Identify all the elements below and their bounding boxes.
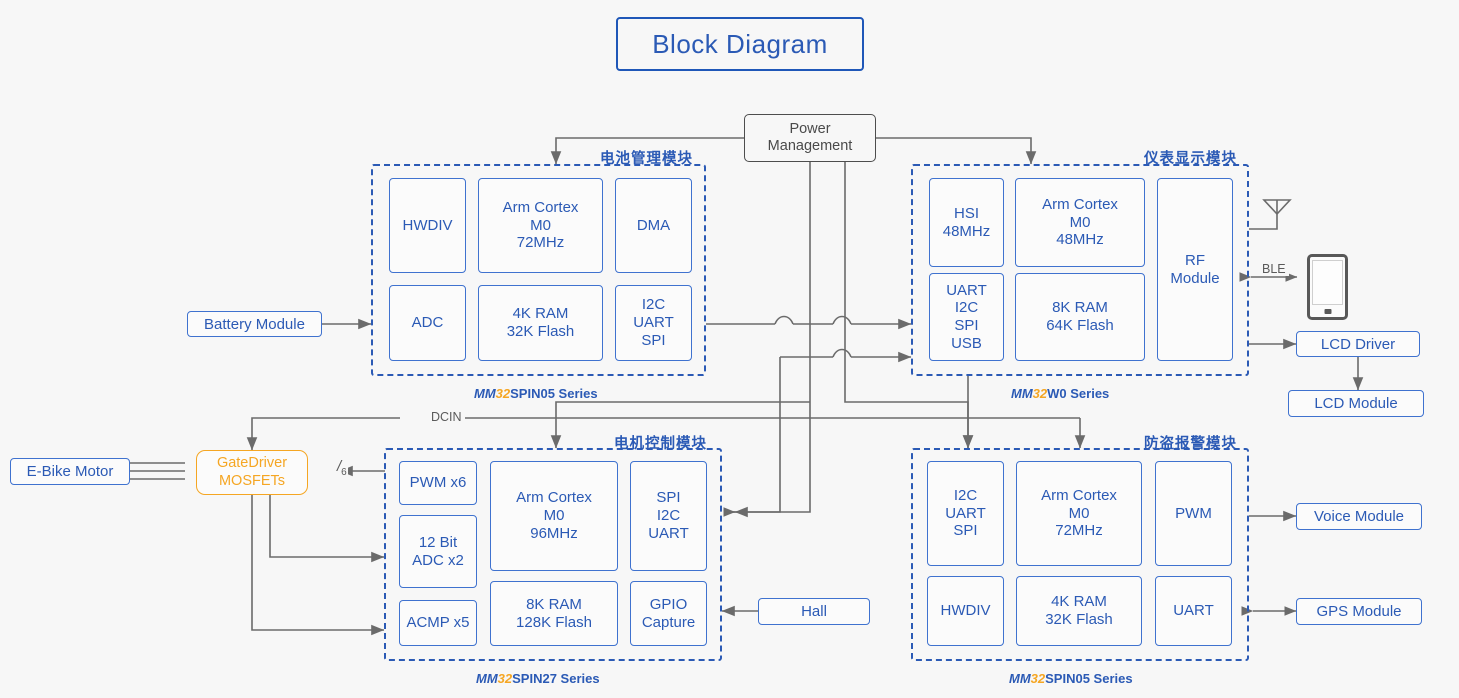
phone-screen (1312, 260, 1343, 305)
cell-motor-pwm: PWM x6 (399, 461, 477, 505)
series-rest: W0 Series (1047, 386, 1110, 401)
cell-alarm-hwdiv: HWDIV (927, 576, 1004, 646)
cell-motor-acmp: ACMP x5 (399, 600, 477, 646)
bus-width-value: 6 (341, 467, 347, 478)
voice-module-box[interactable]: Voice Module (1296, 503, 1422, 530)
series-mm: MM (474, 386, 496, 401)
cell-battery-memory: 4K RAM 32K Flash (478, 285, 603, 361)
motor-series-label: MM32SPIN27 Series (476, 671, 600, 686)
power-management-line2: Management (767, 138, 853, 154)
dcin-label: DCIN (428, 410, 465, 424)
cell-alarm-comms: I2C UART SPI (927, 461, 1004, 566)
gate-driver-line1: GateDriver (216, 455, 288, 472)
cell-battery-hwdiv: HWDIV (389, 178, 466, 273)
cell-battery-dma: DMA (615, 178, 692, 273)
alarm-module-label: 防盗报警模块 (1144, 436, 1237, 452)
gate-driver-mosfets-box[interactable]: GateDriver MOSFETs (196, 450, 308, 495)
series-mm: MM (1011, 386, 1033, 401)
series-mm: MM (476, 671, 498, 686)
cell-motor-adc: 12 Bit ADC x2 (399, 515, 477, 588)
cell-alarm-uart: UART (1155, 576, 1232, 646)
power-management-block: Power Management (744, 114, 876, 162)
gate-driver-line2: MOSFETs (218, 472, 286, 489)
bus-width-label: /6 (336, 458, 348, 478)
display-module-label: 仪表显示模块 (1144, 151, 1237, 167)
gps-module-box[interactable]: GPS Module (1296, 598, 1422, 625)
series-rest: SPIN05 Series (1045, 671, 1133, 686)
cell-alarm-pwm: PWM (1155, 461, 1232, 566)
alarm-series-label: MM32SPIN05 Series (1009, 671, 1133, 686)
hall-sensor-box[interactable]: Hall (758, 598, 870, 625)
ble-label: BLE (1259, 262, 1289, 276)
cell-motor-core: Arm Cortex M0 96MHz (490, 461, 618, 571)
power-management-line1: Power (789, 121, 831, 138)
ebike-motor-box[interactable]: E-Bike Motor (10, 458, 130, 485)
page-title: Block Diagram (616, 17, 864, 71)
cell-battery-adc: ADC (389, 285, 466, 361)
cell-battery-core: Arm Cortex M0 72MHz (478, 178, 603, 273)
series-32: 32 (495, 386, 511, 401)
cell-battery-comms: I2C UART SPI (615, 285, 692, 361)
display-series-label: MM32W0 Series (1011, 386, 1109, 401)
series-32: 32 (1030, 671, 1046, 686)
cell-motor-comms: SPI I2C UART (630, 461, 707, 571)
series-32: 32 (497, 671, 513, 686)
battery-management-module-label: 电池管理模块 (600, 151, 693, 167)
battery-management-series-label: MM32SPIN05 Series (474, 386, 598, 401)
series-rest: SPIN27 Series (512, 671, 600, 686)
cell-motor-gpio: GPIO Capture (630, 581, 707, 646)
cell-motor-memory: 8K RAM 128K Flash (490, 581, 618, 646)
phone-home-button (1324, 309, 1331, 314)
cell-display-core: Arm Cortex M0 48MHz (1015, 178, 1145, 267)
cell-display-comms: UART I2C SPI USB (929, 273, 1004, 361)
series-32: 32 (1032, 386, 1048, 401)
battery-module-box[interactable]: Battery Module (187, 311, 322, 337)
smartphone-icon (1307, 254, 1348, 320)
series-rest: SPIN05 Series (510, 386, 598, 401)
lcd-driver-box[interactable]: LCD Driver (1296, 331, 1420, 357)
series-mm: MM (1009, 671, 1031, 686)
display-module (911, 164, 1249, 376)
motor-control-module-label: 电机控制模块 (614, 436, 707, 452)
battery-management-module (371, 164, 706, 376)
cell-display-memory: 8K RAM 64K Flash (1015, 273, 1145, 361)
cell-alarm-core: Arm Cortex M0 72MHz (1016, 461, 1142, 566)
cell-display-hsi: HSI 48MHz (929, 178, 1004, 267)
motor-control-module (384, 448, 722, 661)
cell-alarm-memory: 4K RAM 32K Flash (1016, 576, 1142, 646)
alarm-module (911, 448, 1249, 661)
cell-display-rf: RF Module (1157, 178, 1233, 361)
lcd-module-box[interactable]: LCD Module (1288, 390, 1424, 417)
